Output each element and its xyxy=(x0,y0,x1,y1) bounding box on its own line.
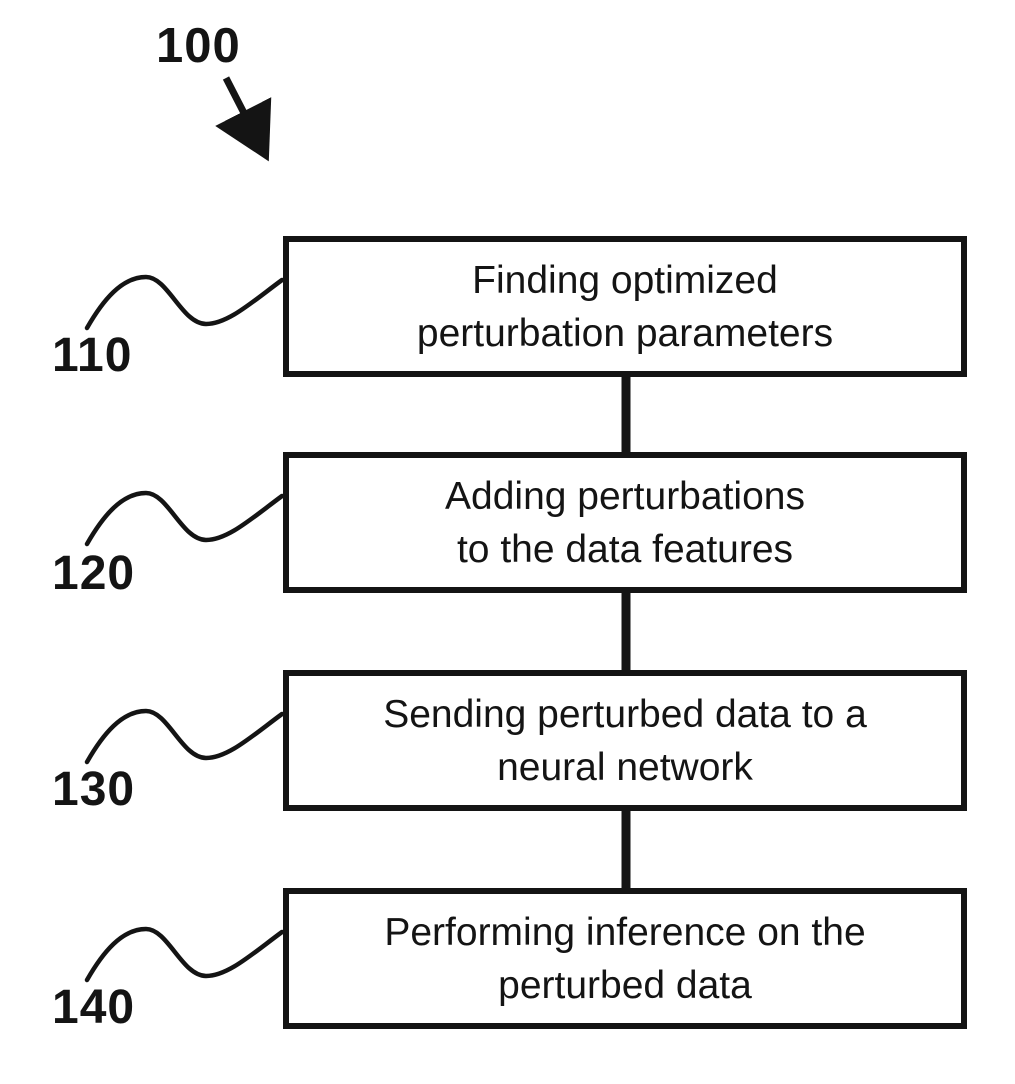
step-text-line: Finding optimized xyxy=(472,258,778,302)
step-text-line: Sending perturbed data to a xyxy=(383,692,867,736)
step-text-line: Performing inference on the xyxy=(384,910,866,954)
reference-numeral-110: 110 xyxy=(52,329,133,382)
step-text-line: perturbed data xyxy=(498,963,752,1007)
step-box-adding-perturbations: Adding perturbations to the data feature… xyxy=(283,452,967,593)
reference-numeral-140: 140 xyxy=(52,981,136,1034)
leader-wave-110 xyxy=(84,274,285,331)
leader-wave-120 xyxy=(84,490,285,547)
figure-reference-arrow xyxy=(215,76,272,162)
reference-numeral-130: 130 xyxy=(52,763,136,816)
step-text-line: to the data features xyxy=(456,527,794,571)
leader-wave-130 xyxy=(84,708,285,765)
figure-reference-label: 100 xyxy=(156,19,241,73)
step-text-line: neural network xyxy=(497,745,753,789)
leader-wave-140 xyxy=(84,926,285,983)
step-box-sending-perturbed-data: Sending perturbed data to a neural netwo… xyxy=(283,670,967,811)
reference-numeral-120: 120 xyxy=(52,547,136,600)
step-text-line: Adding perturbations xyxy=(445,474,805,518)
step-box-finding-optimized-parameters: Finding optimized perturbation parameter… xyxy=(283,236,967,377)
step-text-line: perturbation parameters xyxy=(416,311,834,355)
step-box-performing-inference: Performing inference on the perturbed da… xyxy=(283,888,967,1029)
